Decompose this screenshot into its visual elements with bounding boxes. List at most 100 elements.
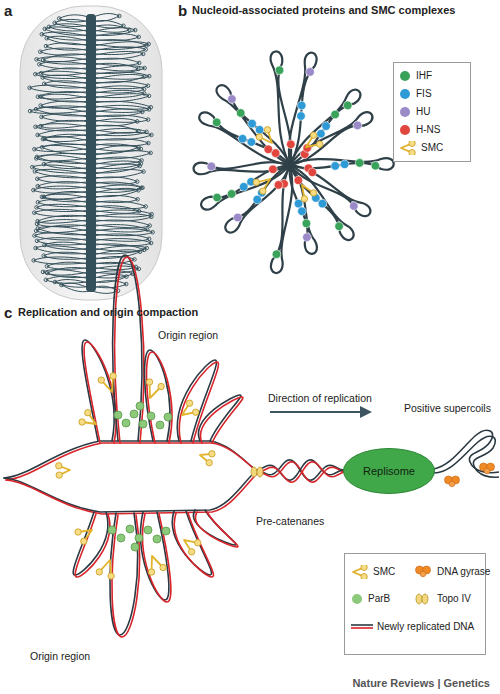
- parb-dot: [114, 411, 122, 419]
- dna-loop: [91, 170, 144, 178]
- dna-loop-tip: [143, 66, 147, 70]
- smc-head: [81, 538, 87, 544]
- nap-dot: [272, 250, 281, 259]
- dna-loop-tip: [32, 259, 36, 263]
- dna-loop: [38, 199, 91, 206]
- topo-iv-symbol: [422, 594, 428, 604]
- nap-dot: [227, 190, 236, 199]
- dna-loop-tip: [147, 141, 151, 145]
- dna-loop: [91, 201, 146, 209]
- dna-loop-tip: [43, 137, 47, 141]
- dna-loop: [91, 42, 149, 50]
- dna-loop: [55, 19, 91, 26]
- nap-dot: [303, 233, 312, 242]
- legend-text: IHF: [416, 70, 432, 82]
- parb-dot: [164, 413, 172, 421]
- legend-text: SMC: [421, 142, 443, 154]
- replicated-dna-arm: [4, 471, 256, 512]
- origin-loop: [73, 512, 108, 575]
- dna-loop-tip: [44, 278, 48, 282]
- gyrase-symbol: [484, 468, 490, 474]
- nap-dot: [294, 176, 303, 185]
- annotation-label: Pre-catenanes: [256, 515, 324, 527]
- smc-head: [98, 377, 104, 383]
- dna-loop-tip: [41, 270, 45, 274]
- parb-dot: [136, 402, 144, 410]
- dna-loop-tip: [34, 107, 38, 111]
- dna-loop-tip: [133, 28, 137, 32]
- dna-loop: [44, 252, 91, 259]
- dna-loop-tip: [151, 230, 155, 234]
- smc-head: [148, 569, 154, 575]
- smc-head: [310, 132, 316, 138]
- dna-loop-tip: [137, 145, 141, 149]
- smc-head: [361, 565, 367, 571]
- dna-loop: [45, 137, 92, 145]
- dna-loop: [47, 268, 91, 276]
- gyrase-symbol: [449, 481, 455, 487]
- parb-dot: [122, 419, 130, 427]
- dna-loop-tip: [137, 189, 141, 193]
- dna-loop-tip: [33, 234, 37, 238]
- dna-loop-tip: [45, 36, 49, 40]
- smc-head: [188, 549, 194, 555]
- dna-loop: [91, 47, 146, 55]
- smc-head: [264, 127, 270, 133]
- dna-loop: [91, 274, 126, 282]
- dna-loop-tip: [40, 195, 44, 199]
- smc-head: [193, 409, 199, 415]
- dna-loop-tip: [138, 250, 142, 254]
- parb-dot: [135, 534, 143, 542]
- origin-loop: [112, 515, 140, 637]
- dna-loop: [91, 144, 141, 151]
- parb-dot: [147, 412, 155, 420]
- dna-loop: [194, 162, 290, 174]
- dna-loop: [42, 145, 91, 154]
- dna-loop-tip: [142, 170, 146, 174]
- dna-loop: [290, 165, 317, 254]
- legend-text: SMC: [373, 566, 395, 578]
- parb-dot: [130, 410, 138, 418]
- smc-head: [209, 451, 215, 457]
- nap-dot: [335, 222, 344, 231]
- smc-head: [79, 419, 85, 425]
- nap-dot: [297, 112, 306, 121]
- dna-loop-tip: [39, 104, 43, 108]
- annotation-label: Origin region: [30, 650, 90, 662]
- replicated-dna-arm: [6, 473, 258, 514]
- smc-head: [409, 150, 415, 156]
- nap-dot: [353, 121, 362, 130]
- dna-loop: [36, 225, 91, 233]
- dna-loop: [38, 130, 91, 138]
- parb-dot: [162, 527, 170, 535]
- direction-arrowhead: [360, 406, 372, 418]
- nap-dot: [248, 119, 257, 128]
- legend-swatch: [400, 107, 410, 117]
- dna-loop-tip: [135, 180, 139, 184]
- dna-loop-tip: [145, 246, 149, 250]
- dna-loop-tip: [144, 205, 148, 209]
- dna-loop-tip: [60, 283, 64, 287]
- nap-dot: [207, 162, 216, 171]
- smc-head: [206, 460, 212, 466]
- dna-loop-tip: [125, 275, 129, 279]
- annotation-label: Nucleoid-associated proteins and SMC com…: [192, 4, 455, 17]
- smc-head: [253, 179, 259, 185]
- dna-loop-tip: [35, 58, 39, 62]
- parb-dot: [144, 526, 152, 534]
- panel-letter: b: [178, 2, 187, 19]
- dna-loop: [30, 106, 91, 113]
- nap-dot: [213, 193, 222, 202]
- annotation-label: Positive supercoils: [404, 402, 491, 414]
- annotation-label: Replication and origin compaction: [18, 306, 198, 319]
- parb-dot: [131, 543, 139, 551]
- smc-head: [96, 569, 102, 575]
- legend-swatch: [352, 594, 362, 604]
- smc-head: [160, 564, 166, 570]
- nap-dot: [238, 134, 247, 143]
- dna-loop-tip: [36, 227, 40, 231]
- dna-loop-tip: [36, 201, 40, 205]
- dna-loop-tip: [33, 147, 37, 151]
- node-text: Replisome: [363, 465, 415, 477]
- smc-head: [256, 134, 262, 140]
